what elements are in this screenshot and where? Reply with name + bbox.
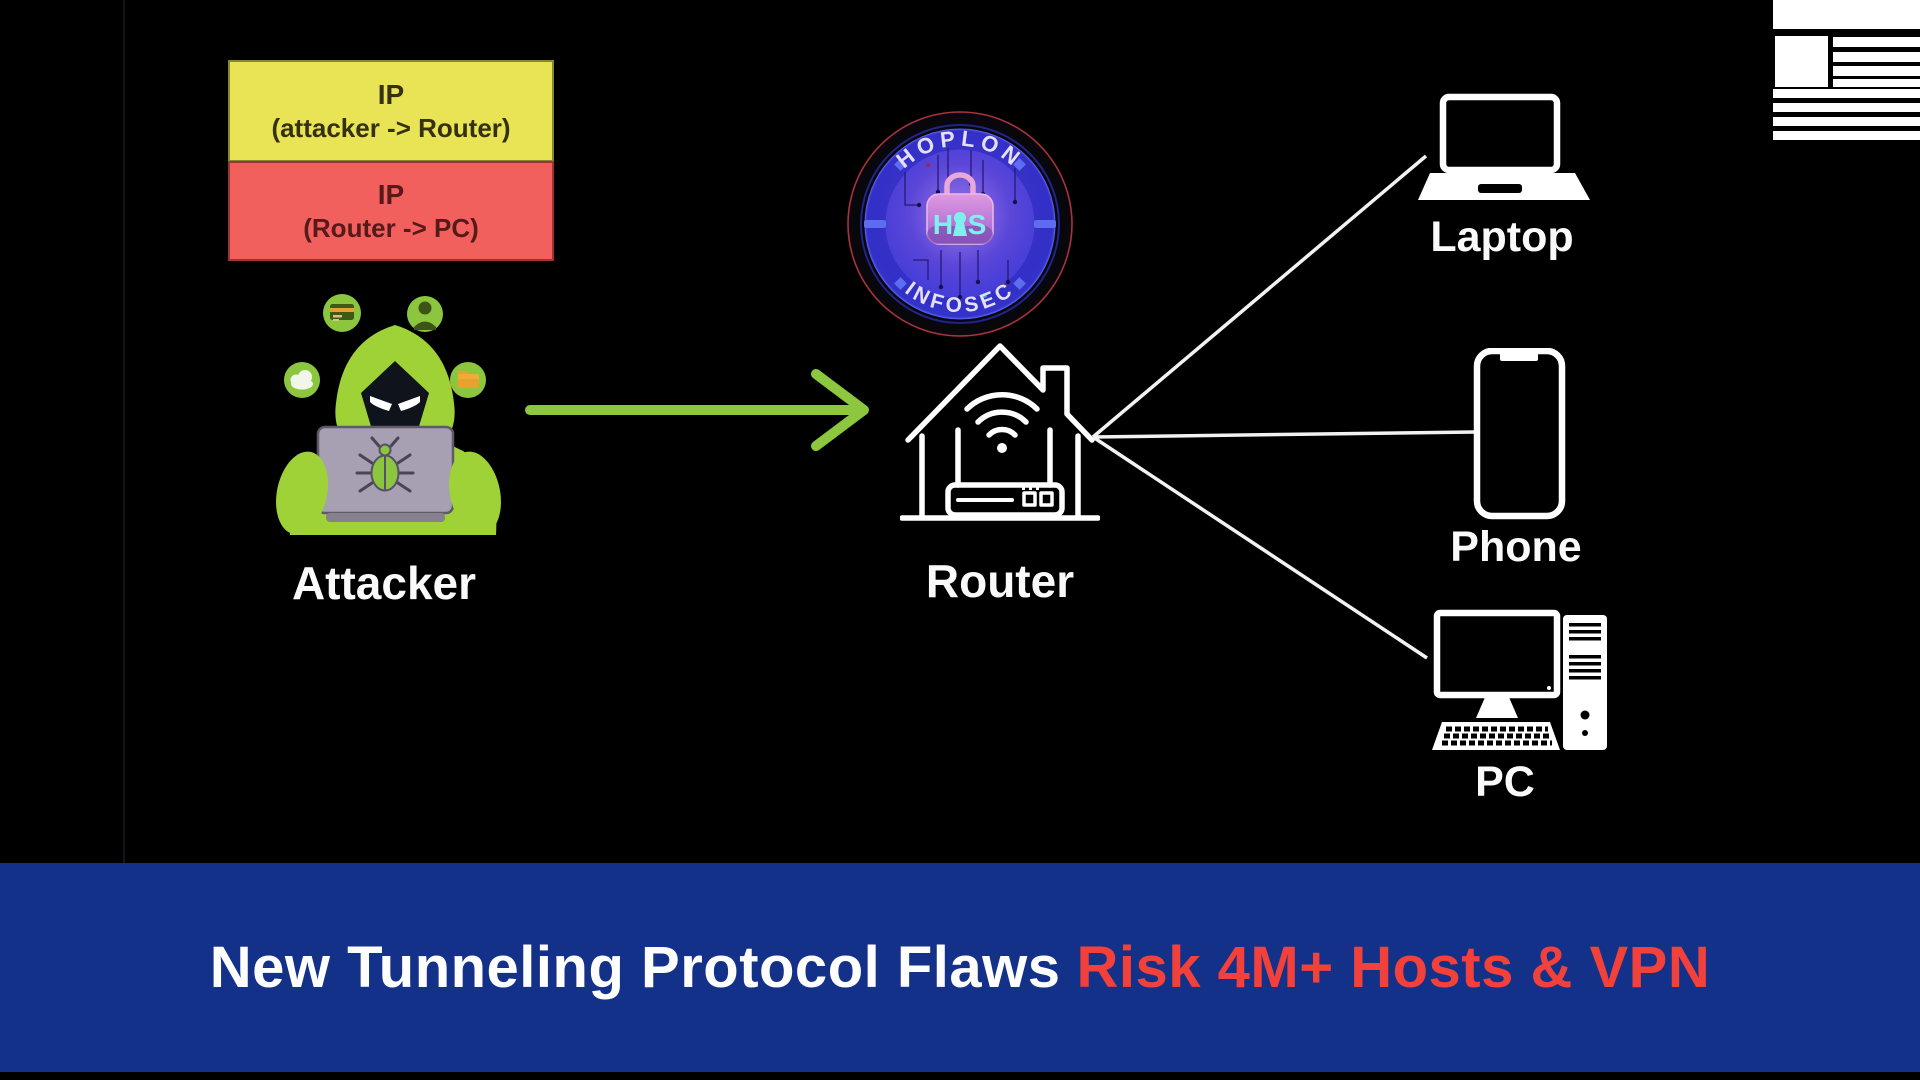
packet-box-detail: (attacker -> Router) bbox=[271, 113, 511, 144]
phone-icon bbox=[1473, 348, 1566, 520]
bug-icon bbox=[355, 436, 415, 493]
circuit-pattern bbox=[904, 148, 1018, 300]
router-house-icon bbox=[900, 343, 1100, 521]
folder-icon bbox=[450, 362, 486, 398]
padlock-icon: H S bbox=[926, 172, 994, 245]
pc-icon bbox=[1432, 609, 1607, 750]
hacker-arms bbox=[276, 451, 501, 535]
monogram-right: S bbox=[968, 209, 987, 240]
packet-box-router-pc: IP (Router -> PC) bbox=[228, 161, 554, 261]
phone-label: Phone bbox=[1450, 523, 1582, 571]
attack-arrow-icon bbox=[525, 369, 869, 451]
user-icon bbox=[407, 296, 443, 332]
packet-box-label: IP bbox=[377, 79, 405, 111]
packet-box-attacker-router: IP (attacker -> Router) bbox=[228, 60, 554, 162]
cloud-icon bbox=[284, 362, 320, 398]
laptop-label: Laptop bbox=[1430, 213, 1574, 261]
credit-card-icon bbox=[323, 294, 361, 332]
attacker-label: Attacker bbox=[291, 557, 477, 609]
attacker-illustration bbox=[276, 294, 501, 535]
connection-line-pc bbox=[1092, 435, 1428, 660]
packet-box-label: IP bbox=[377, 179, 405, 211]
wifi-icon bbox=[964, 391, 1040, 453]
router-label: Router bbox=[925, 555, 1075, 607]
connection-line-laptop bbox=[1091, 154, 1428, 439]
router-device-icon bbox=[945, 427, 1065, 518]
connection-lines bbox=[1091, 154, 1476, 660]
headline-white: New Tunneling Protocol Flaws bbox=[209, 935, 1061, 1000]
us-flag-monochrome-icon bbox=[1773, 0, 1920, 140]
packet-box-detail: (Router -> PC) bbox=[303, 213, 479, 244]
keyhole-icon bbox=[953, 212, 967, 236]
vertical-divider bbox=[123, 0, 125, 863]
connection-line-phone bbox=[1092, 430, 1476, 439]
pc-label: PC bbox=[1475, 758, 1535, 806]
hoplon-infosec-logo: HOPLON INFOSEC H S bbox=[847, 111, 1073, 337]
headline-red: Risk 4M+ Hosts & VPN bbox=[1076, 935, 1711, 1000]
monogram-left: H bbox=[933, 209, 953, 240]
laptop-icon bbox=[1418, 93, 1590, 200]
